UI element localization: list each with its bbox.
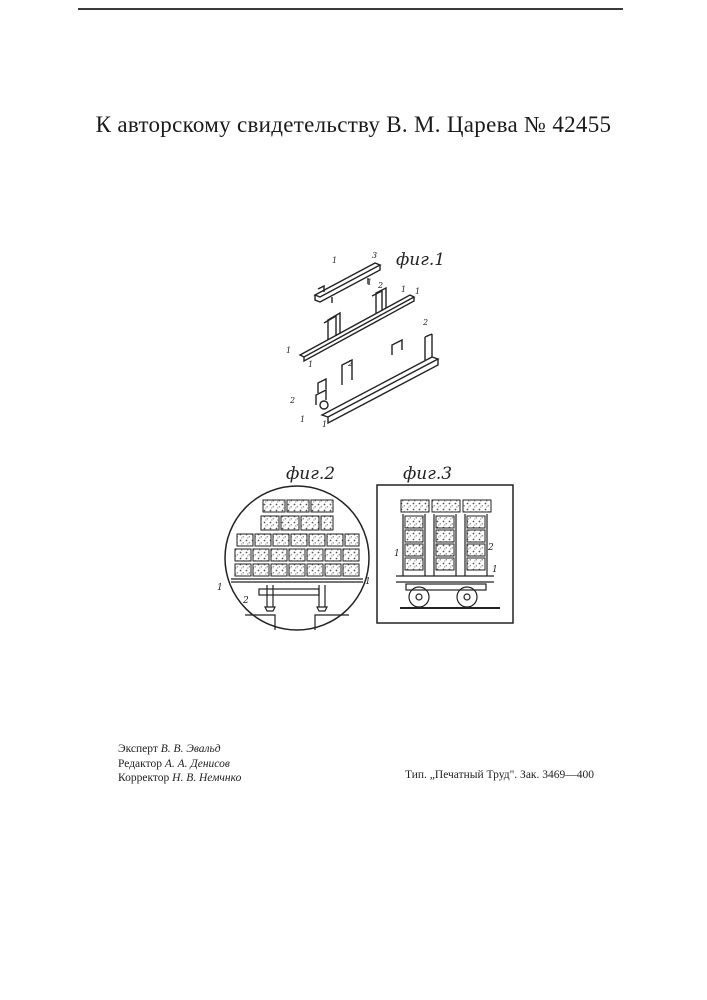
svg-text:1: 1 <box>300 415 305 424</box>
credit-expert: Эксперт В. В. Эвальд <box>118 742 241 757</box>
svg-text:2: 2 <box>377 281 383 290</box>
svg-text:1: 1 <box>492 565 498 575</box>
figure-3-drawing: 1 2 1 <box>376 484 516 626</box>
svg-text:1: 1 <box>401 285 406 294</box>
svg-text:1: 1 <box>415 287 420 296</box>
credit-editor: Редактор А. А. Денисов <box>118 757 241 772</box>
svg-text:1: 1 <box>332 256 337 265</box>
printer-info: Тип. „Печатный Труд". Зак. 3469—400 <box>405 769 594 781</box>
svg-text:3: 3 <box>372 251 377 260</box>
svg-text:2: 2 <box>242 596 249 606</box>
svg-text:1: 1 <box>217 583 223 593</box>
fig3-label: фиг.3 <box>403 464 452 484</box>
credits-block: Эксперт В. В. Эвальд Редактор А. А. Дени… <box>118 742 241 786</box>
svg-text:1: 1 <box>365 577 371 587</box>
fig2-label: фиг.2 <box>286 464 335 484</box>
svg-text:1: 1 <box>322 420 327 429</box>
svg-text:2: 2 <box>289 396 295 405</box>
top-rule <box>78 8 623 10</box>
svg-text:1: 1 <box>286 346 291 355</box>
svg-text:2: 2 <box>487 543 494 553</box>
svg-text:2: 2 <box>422 318 428 327</box>
figure-1-drawing: 311 211 112 2211 <box>280 245 450 430</box>
document-title: К авторскому свидетельству В. М. Царева … <box>0 112 707 138</box>
svg-text:1: 1 <box>308 360 313 369</box>
svg-text:1: 1 <box>367 278 372 287</box>
svg-text:1: 1 <box>394 549 400 559</box>
figure-2-drawing: 1 2 1 <box>215 485 380 630</box>
svg-text:2: 2 <box>347 359 353 368</box>
credit-proofreader: Корректор Н. В. Немчнко <box>118 771 241 786</box>
